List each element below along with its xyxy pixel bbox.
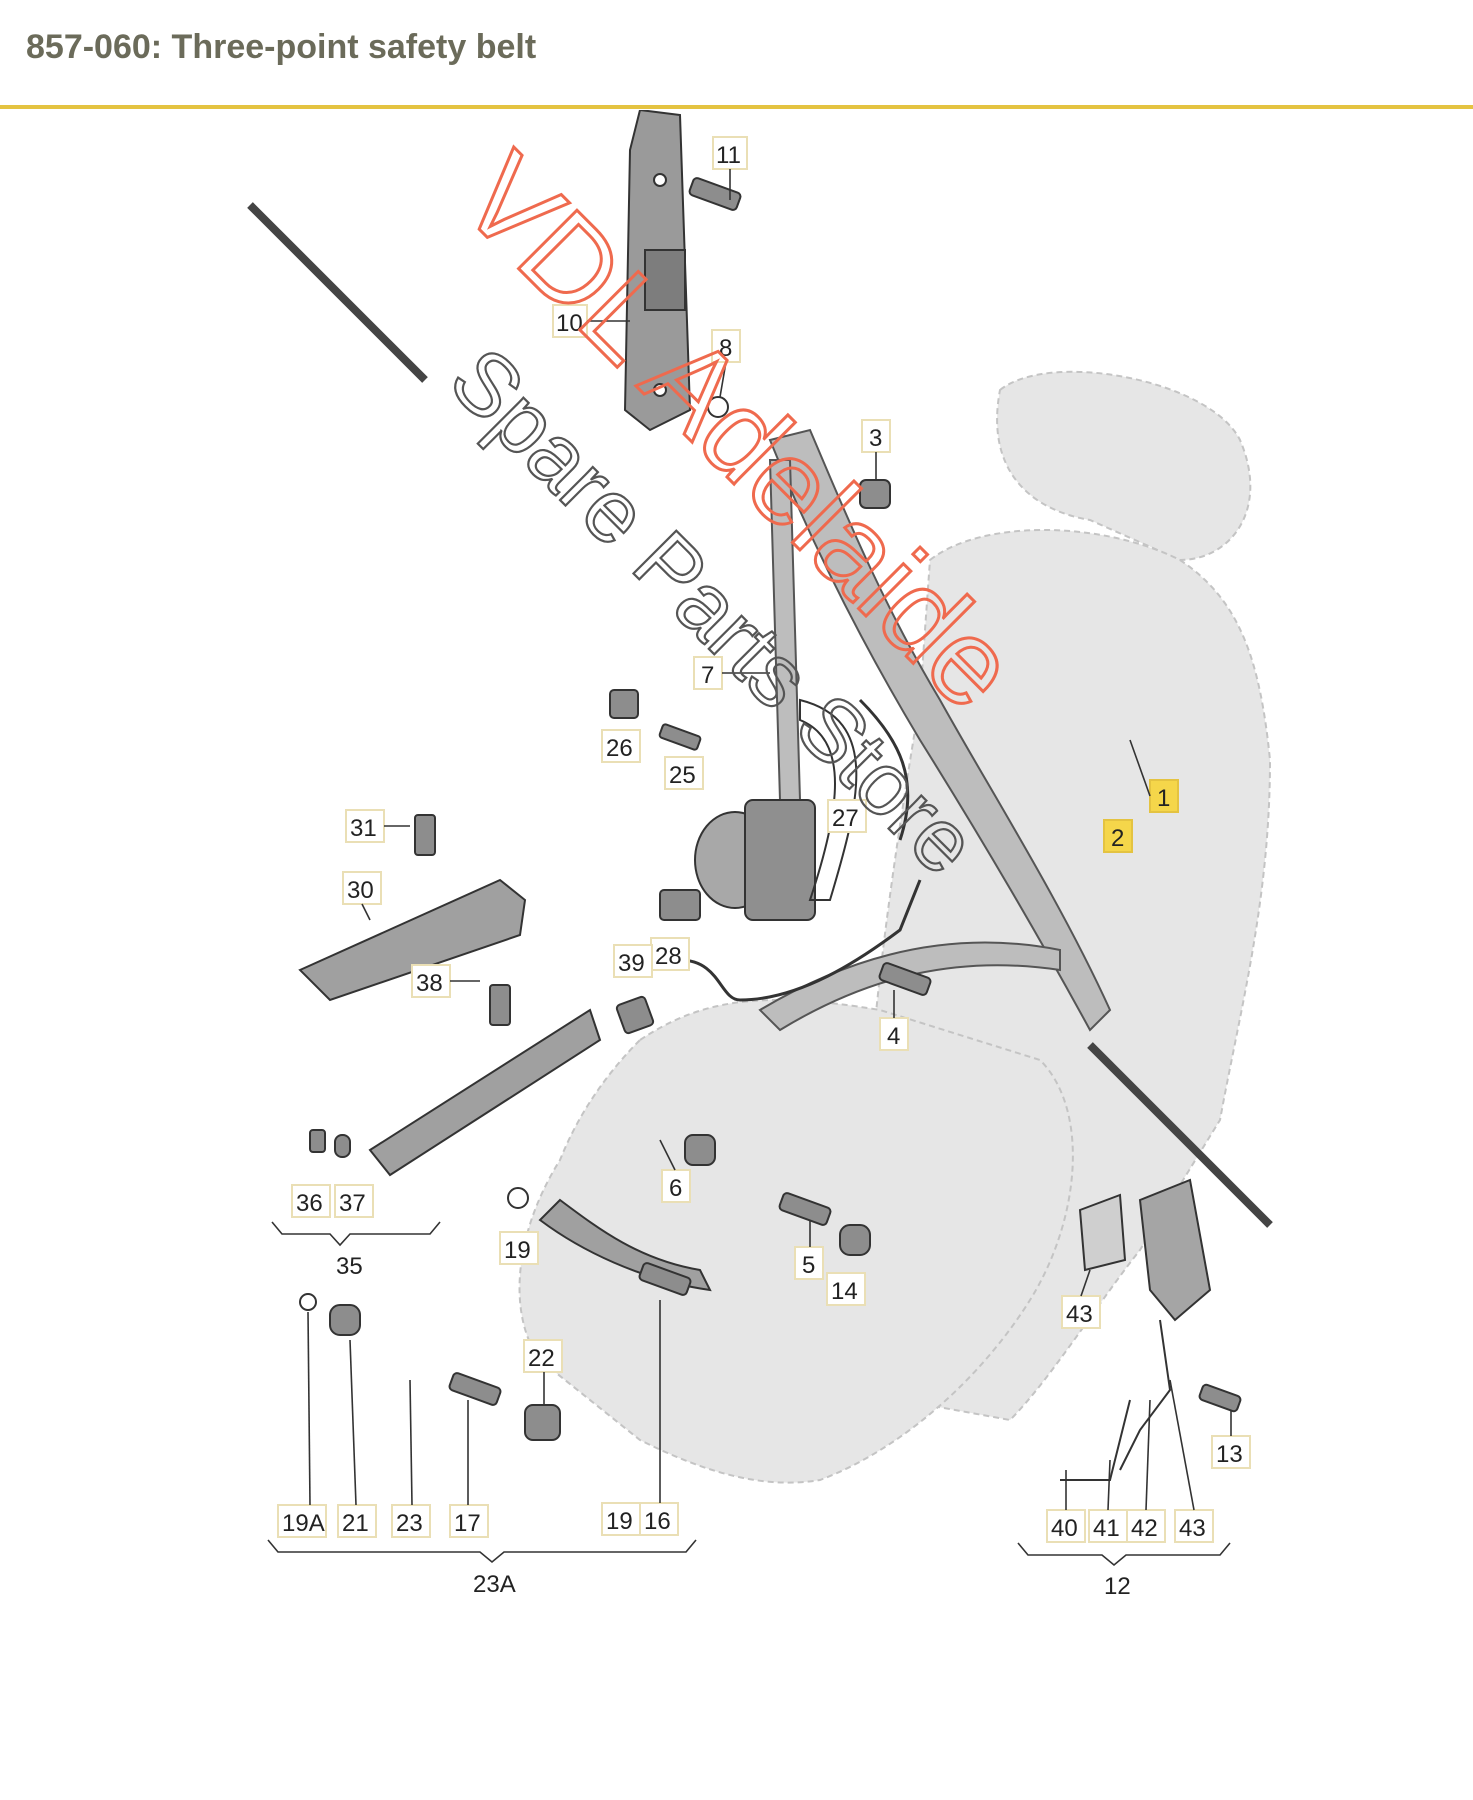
callout-36: 36: [291, 1184, 331, 1218]
callout-25: 25: [664, 756, 704, 790]
svg-text:43: 43: [1066, 1301, 1093, 1328]
svg-text:23: 23: [396, 1510, 423, 1537]
callout-7: 7: [693, 656, 723, 690]
group-label-23A: 23A: [473, 1571, 516, 1598]
callout-1: 1: [1149, 779, 1179, 813]
svg-text:6: 6: [669, 1175, 682, 1202]
header-divider: [0, 105, 1473, 109]
callout-2: 2: [1103, 819, 1133, 853]
svg-text:14: 14: [831, 1278, 858, 1305]
svg-text:3: 3: [869, 425, 882, 452]
group-label-35: 35: [336, 1253, 363, 1280]
callout-17: 17: [449, 1504, 489, 1538]
svg-text:11: 11: [716, 142, 741, 169]
group-brackets: [267, 1221, 1231, 1567]
height-adjuster-part-10: [623, 110, 692, 432]
svg-text:5: 5: [802, 1252, 815, 1279]
svg-text:40: 40: [1051, 1515, 1078, 1542]
svg-text:27: 27: [832, 805, 859, 832]
callout-30: 30: [342, 871, 382, 905]
svg-text:19: 19: [504, 1237, 531, 1264]
callout-8: 8: [711, 329, 741, 363]
callout-43-upper: 43: [1061, 1295, 1101, 1329]
svg-text:39: 39: [618, 950, 645, 977]
anchor-rails: [298, 878, 712, 1292]
belt-webbing: [758, 428, 1112, 1032]
belt-retractor: [694, 698, 858, 921]
callout-26: 26: [601, 729, 641, 763]
svg-text:25: 25: [669, 762, 696, 789]
svg-text:22: 22: [528, 1345, 555, 1372]
svg-text:8: 8: [719, 335, 732, 362]
svg-text:17: 17: [454, 1510, 481, 1537]
callout-5: 5: [794, 1246, 824, 1280]
wiring-harness: [679, 698, 922, 1002]
callout-37: 37: [334, 1184, 374, 1218]
svg-text:19: 19: [606, 1508, 633, 1535]
svg-text:7: 7: [701, 662, 714, 689]
svg-text:1: 1: [1157, 785, 1170, 812]
callout-43-lower: 43: [1174, 1509, 1214, 1543]
svg-text:26: 26: [606, 735, 633, 762]
callout-19-upper: 19: [499, 1231, 539, 1265]
group-label-12: 12: [1104, 1573, 1131, 1600]
callout-labels: 11 10 8 3 7 26 25 27 1 2 31 30 28 39 38 …: [277, 136, 1251, 1543]
callout-42: 42: [1126, 1509, 1166, 1543]
svg-text:42: 42: [1131, 1515, 1158, 1542]
callout-19A: 19A: [277, 1504, 327, 1538]
svg-text:43: 43: [1179, 1515, 1206, 1542]
svg-text:16: 16: [644, 1508, 671, 1535]
svg-text:41: 41: [1093, 1515, 1120, 1542]
callout-39: 39: [613, 944, 653, 978]
exploded-parts-diagram: 11 10 8 3 7 26 25 27 1 2 31 30 28 39 38 …: [247, 110, 1273, 1600]
callout-28: 28: [650, 937, 690, 971]
callout-19-lower: 19: [601, 1502, 641, 1536]
svg-text:21: 21: [342, 1510, 369, 1537]
svg-text:30: 30: [347, 877, 374, 904]
callout-14: 14: [826, 1272, 866, 1306]
page-header: 857-060: Three-point safety belt: [0, 0, 1473, 110]
callout-40: 40: [1046, 1509, 1086, 1543]
callout-23: 23: [391, 1504, 431, 1538]
leader-lines: [307, 169, 1232, 1511]
callout-38: 38: [411, 964, 451, 998]
svg-text:31: 31: [350, 815, 377, 842]
svg-text:13: 13: [1216, 1441, 1243, 1468]
svg-text:37: 37: [339, 1190, 366, 1217]
svg-text:38: 38: [416, 970, 443, 997]
svg-text:2: 2: [1111, 825, 1124, 852]
svg-text:10: 10: [556, 310, 583, 337]
callout-11: 11: [712, 136, 748, 170]
callout-22: 22: [523, 1339, 563, 1373]
page-title: 857-060: Three-point safety belt: [26, 28, 537, 66]
callout-10: 10: [552, 304, 588, 338]
svg-text:19A: 19A: [282, 1510, 325, 1537]
seat-belt-buckle: [1060, 1178, 1212, 1481]
svg-text:28: 28: [655, 943, 682, 970]
callout-3: 3: [861, 419, 891, 453]
callout-41: 41: [1088, 1509, 1128, 1543]
svg-text:36: 36: [296, 1190, 323, 1217]
callout-27: 27: [827, 799, 867, 833]
callout-4: 4: [879, 1017, 909, 1051]
fasteners: [299, 177, 1242, 1441]
callout-16: 16: [639, 1502, 679, 1536]
callout-31: 31: [345, 809, 385, 843]
callout-13: 13: [1211, 1435, 1251, 1469]
callout-6: 6: [661, 1169, 691, 1203]
callout-21: 21: [337, 1504, 377, 1538]
svg-text:4: 4: [887, 1023, 900, 1050]
